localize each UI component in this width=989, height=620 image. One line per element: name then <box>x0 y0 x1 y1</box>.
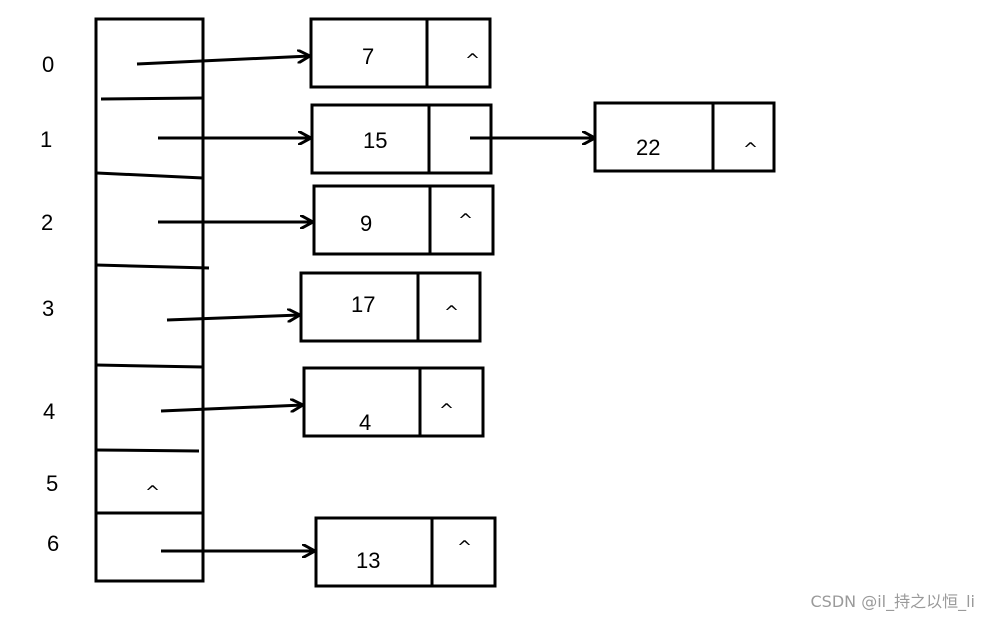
node-17-box <box>299 271 482 343</box>
node-boxes <box>299 17 776 588</box>
bucket-divider-4 <box>95 363 204 369</box>
node-15-box <box>310 103 493 175</box>
node-4-box <box>302 366 485 438</box>
bucket-array-border <box>94 17 205 583</box>
bucket-array <box>94 17 210 583</box>
node-7-value: 7 <box>362 44 374 69</box>
node-7-box <box>309 17 492 89</box>
node-13-box <box>314 516 497 588</box>
index-label-0: 0 <box>42 52 54 77</box>
node-9-box <box>312 184 495 256</box>
arrow-bucket-3 <box>166 315 300 320</box>
index-label-3: 3 <box>42 296 54 321</box>
node-15-value: 15 <box>363 128 387 153</box>
index-label-2: 2 <box>41 210 53 235</box>
node-9-value: 9 <box>360 211 372 236</box>
node-9-next-null: ^ <box>458 210 473 231</box>
bucket-divider-2 <box>96 171 204 180</box>
index-label-1: 1 <box>40 127 52 152</box>
watermark: CSDN @il_持之以恒_li <box>811 592 976 612</box>
arrow-bucket-0 <box>136 56 310 66</box>
node-4-value: 4 <box>359 410 371 435</box>
index-label-4: 4 <box>43 399 55 424</box>
bucket-divider-1 <box>100 96 204 101</box>
index-label-6: 6 <box>47 531 59 556</box>
index-labels: 0 1 2 3 4 5 6 <box>40 52 59 556</box>
node-17-value: 17 <box>351 292 375 317</box>
node-22-next-null: ^ <box>743 139 758 160</box>
arrow-bucket-4 <box>160 405 303 411</box>
bucket-divider-3 <box>95 263 210 270</box>
node-13-next-null: ^ <box>457 537 472 558</box>
bucket-divider-5 <box>95 448 200 453</box>
node-22-box <box>593 101 776 173</box>
node-values: 7 ^ 15 22 ^ 9 ^ 17 ^ 4 ^ 13 ^ <box>351 44 758 573</box>
node-17-next-null: ^ <box>444 302 459 323</box>
node-13-value: 13 <box>356 548 380 573</box>
bucket-5-null-symbol: ^ <box>145 482 160 503</box>
node-4-next-null: ^ <box>439 400 454 421</box>
index-label-5: 5 <box>46 471 58 496</box>
node-22-value: 22 <box>636 135 660 160</box>
node-7-next-null: ^ <box>465 50 480 71</box>
